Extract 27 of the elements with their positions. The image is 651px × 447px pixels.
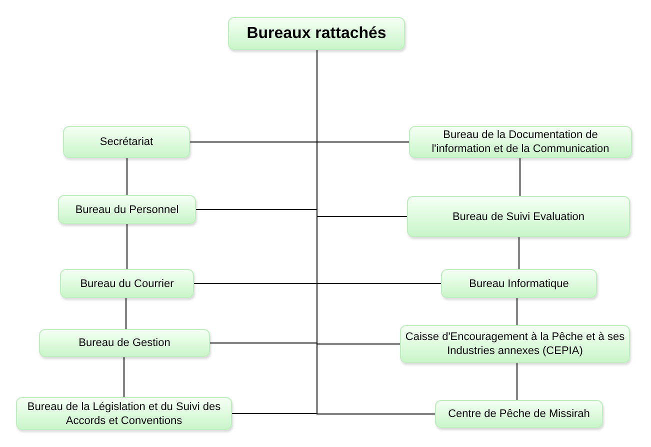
org-box xyxy=(400,325,630,363)
box-label: Caisse d'Encouragement à la Pêche et à ses Industries annexes (CEPIA) xyxy=(405,330,625,358)
org-box xyxy=(63,126,190,158)
box-label: Bureau du Personnel xyxy=(75,202,179,216)
box-label: Bureau de Suivi Evaluation xyxy=(452,210,585,224)
org-box xyxy=(228,17,405,50)
box-label: Bureau de la Législation et du Suivi des Accords et Conventions xyxy=(26,400,222,428)
org-box xyxy=(409,126,632,158)
org-box xyxy=(58,195,196,224)
org-box xyxy=(435,400,603,428)
org-box xyxy=(60,269,194,298)
connector-line xyxy=(126,224,128,270)
connector-line xyxy=(516,298,518,326)
org-box xyxy=(407,196,630,237)
box-label: Secrétariat xyxy=(100,135,154,149)
connector-line xyxy=(516,362,518,400)
box-label: Bureau de la Documentation de l'information et de la Communication xyxy=(430,128,610,156)
box-label: Bureau Informatique xyxy=(469,276,569,290)
box-label: Centre de Pêche de Missirah xyxy=(448,407,590,421)
org-box xyxy=(441,269,597,298)
box-label: Bureaux rattachés xyxy=(246,24,386,44)
connector-line xyxy=(126,158,128,196)
connector-line xyxy=(518,236,520,270)
org-box xyxy=(39,329,210,357)
org-box xyxy=(16,397,232,430)
box-label: Bureau de Gestion xyxy=(78,336,170,350)
box-label: Bureau du Courrier xyxy=(80,276,174,290)
